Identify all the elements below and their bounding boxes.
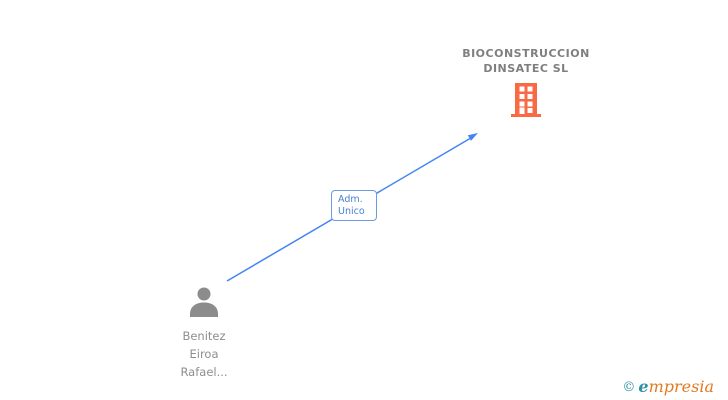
company-node[interactable]: BIOCONSTRUCCION DINSATEC SL	[440, 46, 612, 121]
person-name-line3: Rafael...	[180, 365, 228, 379]
building-icon	[440, 83, 612, 121]
empresia-logo[interactable]: ©empresia	[622, 377, 714, 396]
company-name-line2: DINSATEC SL	[483, 62, 569, 75]
person-name: Benitez Eiroa Rafael...	[144, 327, 264, 381]
person-icon	[144, 286, 264, 322]
logo-text: mpresia	[648, 377, 714, 396]
person-node[interactable]: Benitez Eiroa Rafael...	[144, 286, 264, 381]
company-name-line1: BIOCONSTRUCCION	[462, 47, 590, 60]
person-name-line2: Eiroa	[189, 347, 219, 361]
arrowhead-icon	[467, 133, 478, 141]
person-name-line1: Benitez	[182, 329, 226, 343]
copyright-icon: ©	[622, 380, 636, 395]
edge-label-line2: Unico	[338, 206, 365, 217]
logo-letter-e: e	[638, 377, 649, 396]
edge-label-adm-unico[interactable]: Adm. Unico	[331, 190, 377, 221]
edge-label-line1: Adm.	[338, 194, 363, 205]
company-name: BIOCONSTRUCCION DINSATEC SL	[440, 46, 612, 76]
